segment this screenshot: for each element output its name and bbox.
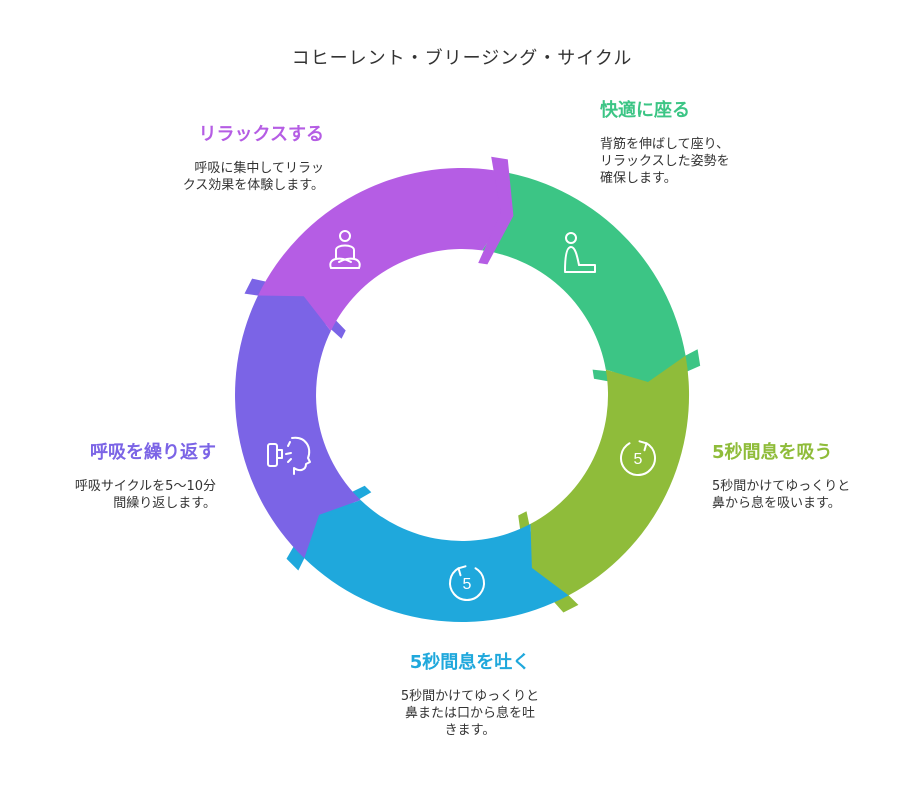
- inhale-timer-number: 5: [634, 451, 643, 468]
- step-sit-title: 快適に座る: [600, 100, 690, 121]
- ring-segment-exhale: [304, 500, 569, 622]
- step-exhale-label: 5秒間息を吐く 5秒間かけてゆっくりと 鼻または口から息を吐 きます。: [360, 648, 580, 739]
- seated-person-icon: [564, 232, 596, 273]
- step-relax-desc: 呼吸に集中してリラッ クス効果を体験します。: [182, 161, 324, 193]
- ring-segment-sit: [482, 170, 686, 382]
- step-repeat-title: 呼吸を繰り返す: [90, 442, 216, 463]
- step-exhale-desc: 5秒間かけてゆっくりと 鼻または口から息を吐 きます。: [400, 689, 540, 738]
- timer-5-counterclockwise-icon: 5: [449, 565, 485, 602]
- ring-segment-repeat: [235, 295, 361, 559]
- step-repeat-desc: 呼吸サイクルを5〜10分 間繰り返します。: [74, 479, 216, 511]
- meditating-person-icon: [329, 230, 361, 269]
- ring-segment-relax: [258, 167, 508, 331]
- breathing-inhaler-icon: [267, 436, 311, 475]
- timer-5-clockwise-icon: 5: [620, 440, 656, 477]
- step-inhale-title: 5秒間息を吸う: [712, 442, 833, 463]
- step-relax-label: リラックスする 呼吸に集中してリラッ クス効果を体験します。: [183, 120, 324, 194]
- step-sit-desc: 背筋を伸ばして座り、 リラックスした姿勢を 確保します。: [600, 137, 730, 186]
- exhale-timer-number: 5: [463, 576, 472, 593]
- ring-seam-tab-exhale: [286, 485, 372, 571]
- step-inhale-label: 5秒間息を吸う 5秒間かけてゆっくりと 鼻から息を吸います。: [712, 438, 850, 512]
- ring-segment-inhale: [530, 355, 690, 596]
- step-sit-label: 快適に座る 背筋を伸ばして座り、 リラックスした姿勢を 確保します。: [600, 96, 730, 187]
- step-repeat-label: 呼吸を繰り返す 呼吸サイクルを5〜10分 間繰り返します。: [75, 438, 216, 512]
- step-inhale-desc: 5秒間かけてゆっくりと 鼻から息を吸います。: [712, 479, 851, 511]
- ring-seam-tab-relax: [478, 156, 514, 265]
- step-exhale-title: 5秒間息を吐く: [409, 652, 531, 673]
- step-relax-title: リラックスする: [198, 124, 324, 145]
- diagram-title: コヒーレント・ブリージング・サイクル: [291, 48, 633, 69]
